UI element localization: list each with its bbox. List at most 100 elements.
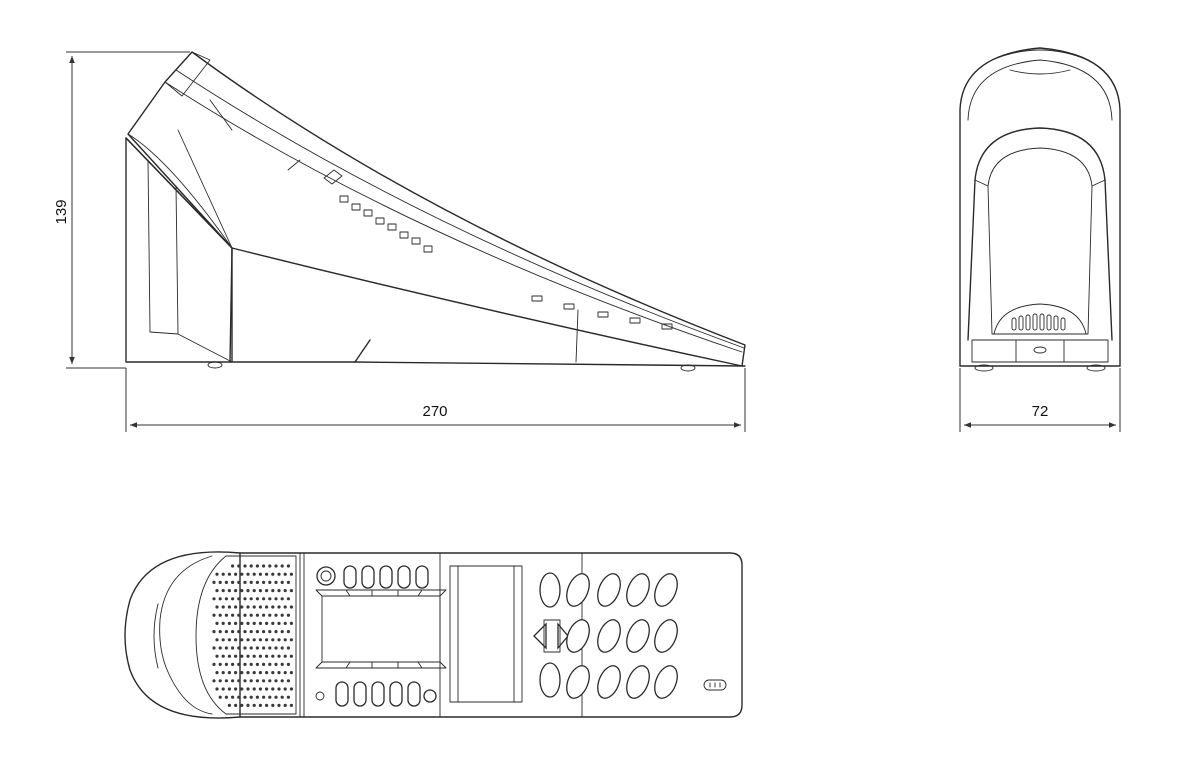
speaker-hole: [240, 589, 244, 593]
speaker-hole: [280, 580, 284, 585]
speaker-hole: [240, 703, 244, 708]
keypad-key: [654, 665, 678, 699]
speaker-hole: [227, 605, 231, 609]
speaker-hole: [277, 589, 281, 593]
speaker-hole: [262, 613, 266, 617]
speaker-hole: [215, 621, 219, 626]
speaker-hole: [231, 646, 235, 650]
speaker-hole: [283, 671, 287, 675]
speaker-hole: [227, 703, 231, 708]
speaker-hole: [280, 564, 284, 568]
speaker-hole: [246, 589, 250, 593]
speaker-hole: [237, 679, 241, 683]
width-label: 72: [1032, 403, 1049, 420]
speaker-hole: [227, 687, 231, 691]
speaker-hole: [215, 589, 219, 593]
speaker-hole: [221, 671, 225, 675]
speaker-hole: [274, 695, 278, 699]
speaker-hole: [215, 572, 219, 576]
speaker-hole: [224, 646, 228, 650]
speaker-hole: [221, 654, 225, 658]
speaker-hole: [249, 646, 253, 650]
speaker-hole: [280, 613, 284, 617]
speaker-hole: [246, 572, 250, 576]
speaker-hole: [221, 589, 225, 593]
front-view: [959, 47, 1121, 372]
speaker-hole: [218, 580, 222, 585]
speaker-hole: [237, 597, 241, 601]
speaker-hole: [231, 679, 235, 683]
status-indicator: [703, 679, 727, 691]
keypad-key: [566, 619, 590, 653]
keypad-key: [566, 573, 590, 607]
speaker-hole: [249, 564, 253, 568]
speaker-hole: [258, 703, 262, 708]
speaker-hole: [218, 597, 222, 601]
speaker-hole: [262, 580, 266, 585]
speaker-hole: [227, 638, 231, 642]
speaker-hole: [271, 671, 275, 675]
speaker-hole: [277, 703, 281, 708]
speaker-hole: [227, 654, 231, 658]
keypad-key: [626, 619, 650, 653]
speaker-hole: [262, 695, 266, 699]
speaker-hole: [268, 679, 272, 683]
speaker-hole: [234, 654, 238, 658]
speaker-hole: [283, 589, 287, 593]
speaker-hole: [246, 687, 250, 691]
speaker-hole: [280, 630, 284, 634]
speaker-hole: [286, 646, 290, 650]
speaker-hole: [280, 646, 284, 650]
speaker-hole: [234, 687, 238, 691]
speaker-hole: [271, 572, 275, 576]
height-dimension: 139: [53, 51, 190, 369]
speaker-hole: [252, 638, 256, 642]
speaker-hole: [237, 580, 241, 585]
speaker-hole: [286, 597, 290, 601]
speaker-hole: [262, 679, 266, 683]
speaker-hole: [289, 654, 293, 658]
keypad-key: [566, 665, 590, 699]
speaker-hole: [212, 580, 216, 585]
keypad: [566, 573, 678, 699]
speaker-hole: [215, 605, 219, 609]
speaker-hole: [224, 662, 228, 667]
speaker-hole: [274, 613, 278, 617]
speaker-hole: [240, 671, 244, 675]
speaker-hole: [268, 630, 272, 634]
speaker-hole: [224, 580, 228, 585]
speaker-hole: [234, 589, 238, 593]
speaker-hole: [258, 654, 262, 658]
speaker-hole: [227, 589, 231, 593]
speaker-hole: [246, 671, 250, 675]
top-view: [124, 551, 743, 719]
speaker-hole: [240, 687, 244, 691]
speaker-hole: [243, 613, 247, 617]
speaker-hole: [289, 605, 293, 609]
speaker-hole: [218, 646, 222, 650]
speaker-hole: [215, 638, 219, 642]
speaker-hole: [246, 654, 250, 658]
navigation-keys: [533, 572, 569, 698]
speaker-hole: [268, 564, 272, 568]
speaker-hole: [224, 679, 228, 683]
speaker-hole: [243, 564, 247, 568]
speaker-hole: [249, 613, 253, 617]
speaker-hole: [231, 613, 235, 617]
speaker-hole: [212, 597, 216, 601]
speaker-hole: [243, 580, 247, 585]
speaker-hole: [215, 687, 219, 691]
speaker-hole: [289, 703, 293, 708]
speaker-hole: [277, 621, 281, 626]
speaker-hole: [237, 630, 241, 634]
speaker-hole: [274, 662, 278, 667]
speaker-hole: [271, 638, 275, 642]
speaker-hole: [283, 605, 287, 609]
speaker-hole: [277, 605, 281, 609]
speaker-hole: [271, 703, 275, 708]
speaker-hole: [237, 662, 241, 667]
speaker-hole: [280, 597, 284, 601]
speaker-hole: [283, 687, 287, 691]
speaker-hole: [227, 671, 231, 675]
